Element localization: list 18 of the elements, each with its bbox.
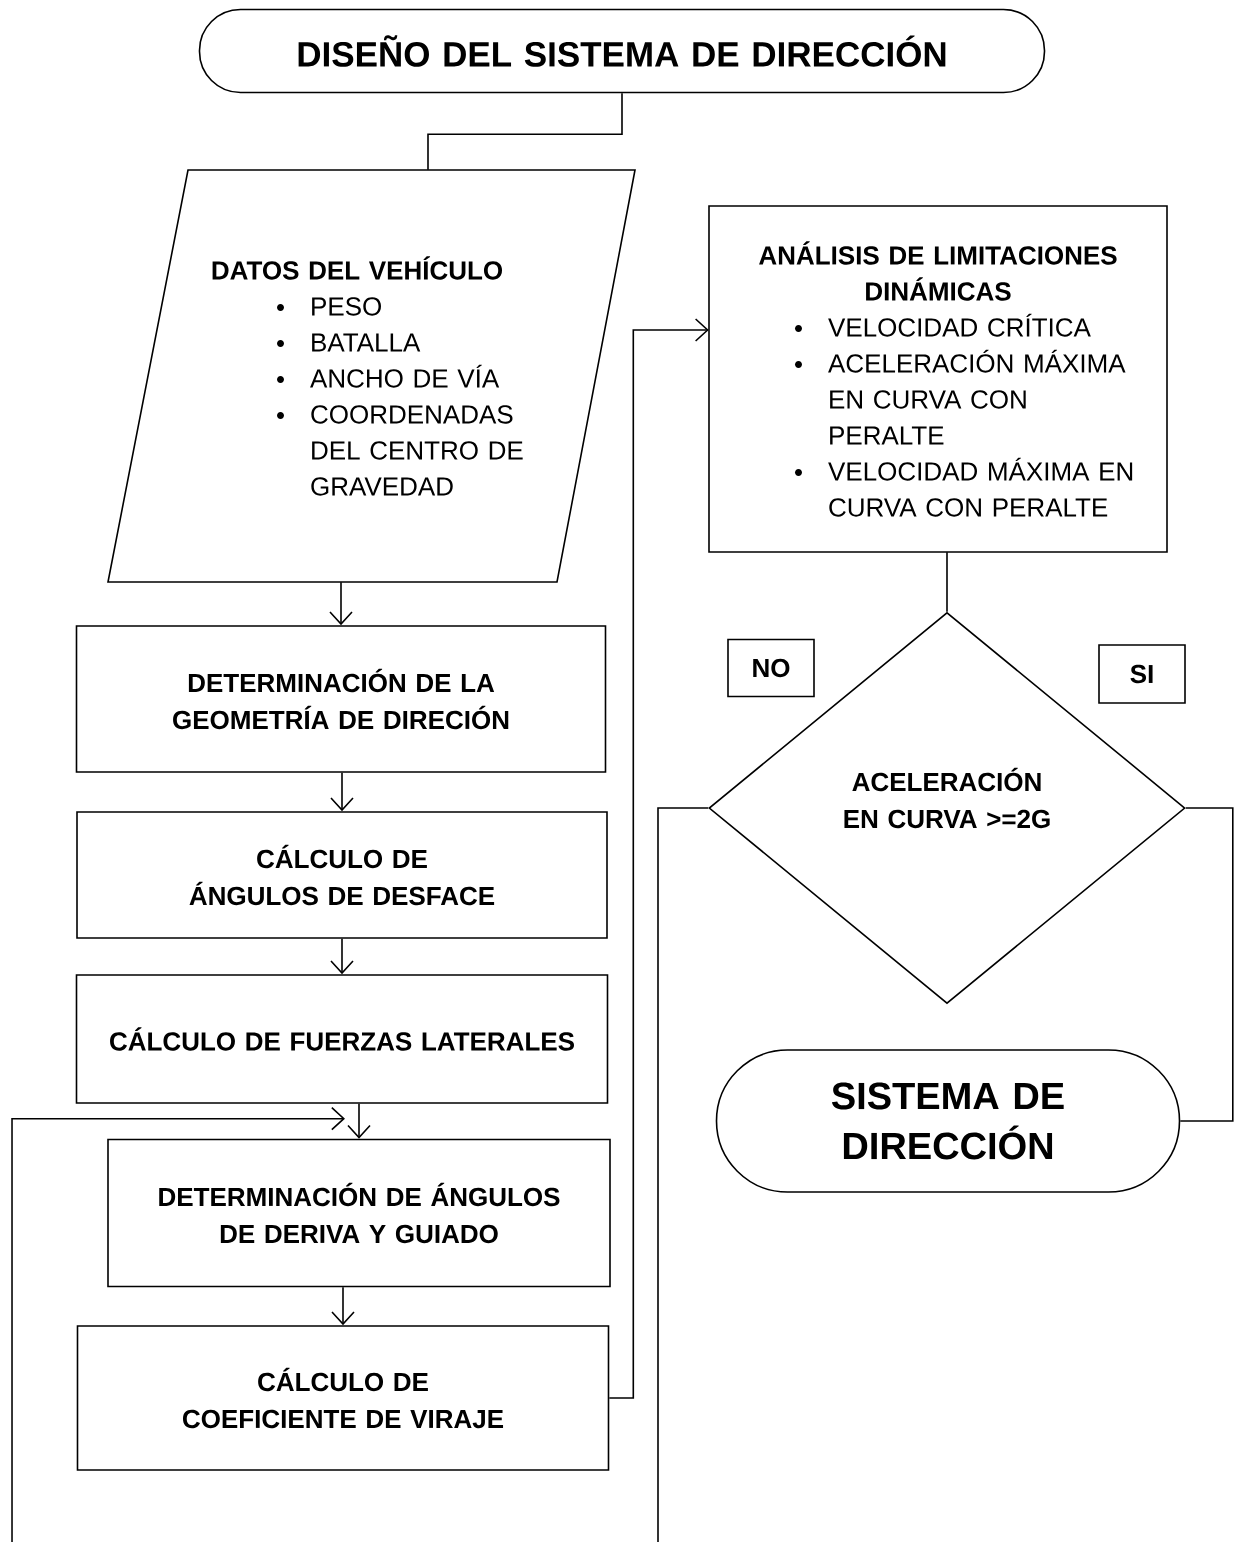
input-parallelogram: DATOS DEL VEHÍCULO PESO BATALLA ANCHO DE VÍA COORDENADAS DEL CENTRO DE GRAVEDAD — [107, 169, 636, 583]
arrow — [330, 772, 354, 812]
process-box: ANÁLISIS DE LIMITACIONES DINÁMICAS VELOCIDAD CRÍTICA ACELERACIÓN MÁXIMA EN CURVA CON PERALTE VELOCIDAD MÁXIMA EN CURVA CON PERALTE — [708, 205, 1168, 553]
end-terminal: SISTEMA DE DIRECCIÓN — [715, 1049, 1181, 1193]
process-box: CÁLCULO DE FUERZAS LATERALES — [75, 974, 609, 1104]
answer-box: NO — [727, 638, 815, 698]
arrow — [331, 1286, 355, 1326]
process-box: CÁLCULO DE ÁNGULOS DE DESFACE — [76, 811, 608, 939]
answer-box: SI — [1098, 644, 1186, 704]
process-box: CÁLCULO DE COEFICIENTE DE VIRAJE — [76, 1325, 610, 1471]
arrow — [329, 581, 353, 626]
arrow — [608, 318, 709, 1399]
arrow — [330, 938, 354, 975]
process-box: DETERMINACIÓN DE ÁNGULOS DE DERIVA Y GUIADO — [107, 1138, 611, 1288]
start-terminal: DISEÑO DEL SISTEMA DE DIRECCIÓN — [198, 8, 1046, 94]
arrow — [347, 1103, 371, 1139]
process-box: DETERMINACIÓN DE LA GEOMETRÍA DE DIRECIÓN — [75, 625, 607, 773]
arrow — [11, 1106, 345, 1542]
